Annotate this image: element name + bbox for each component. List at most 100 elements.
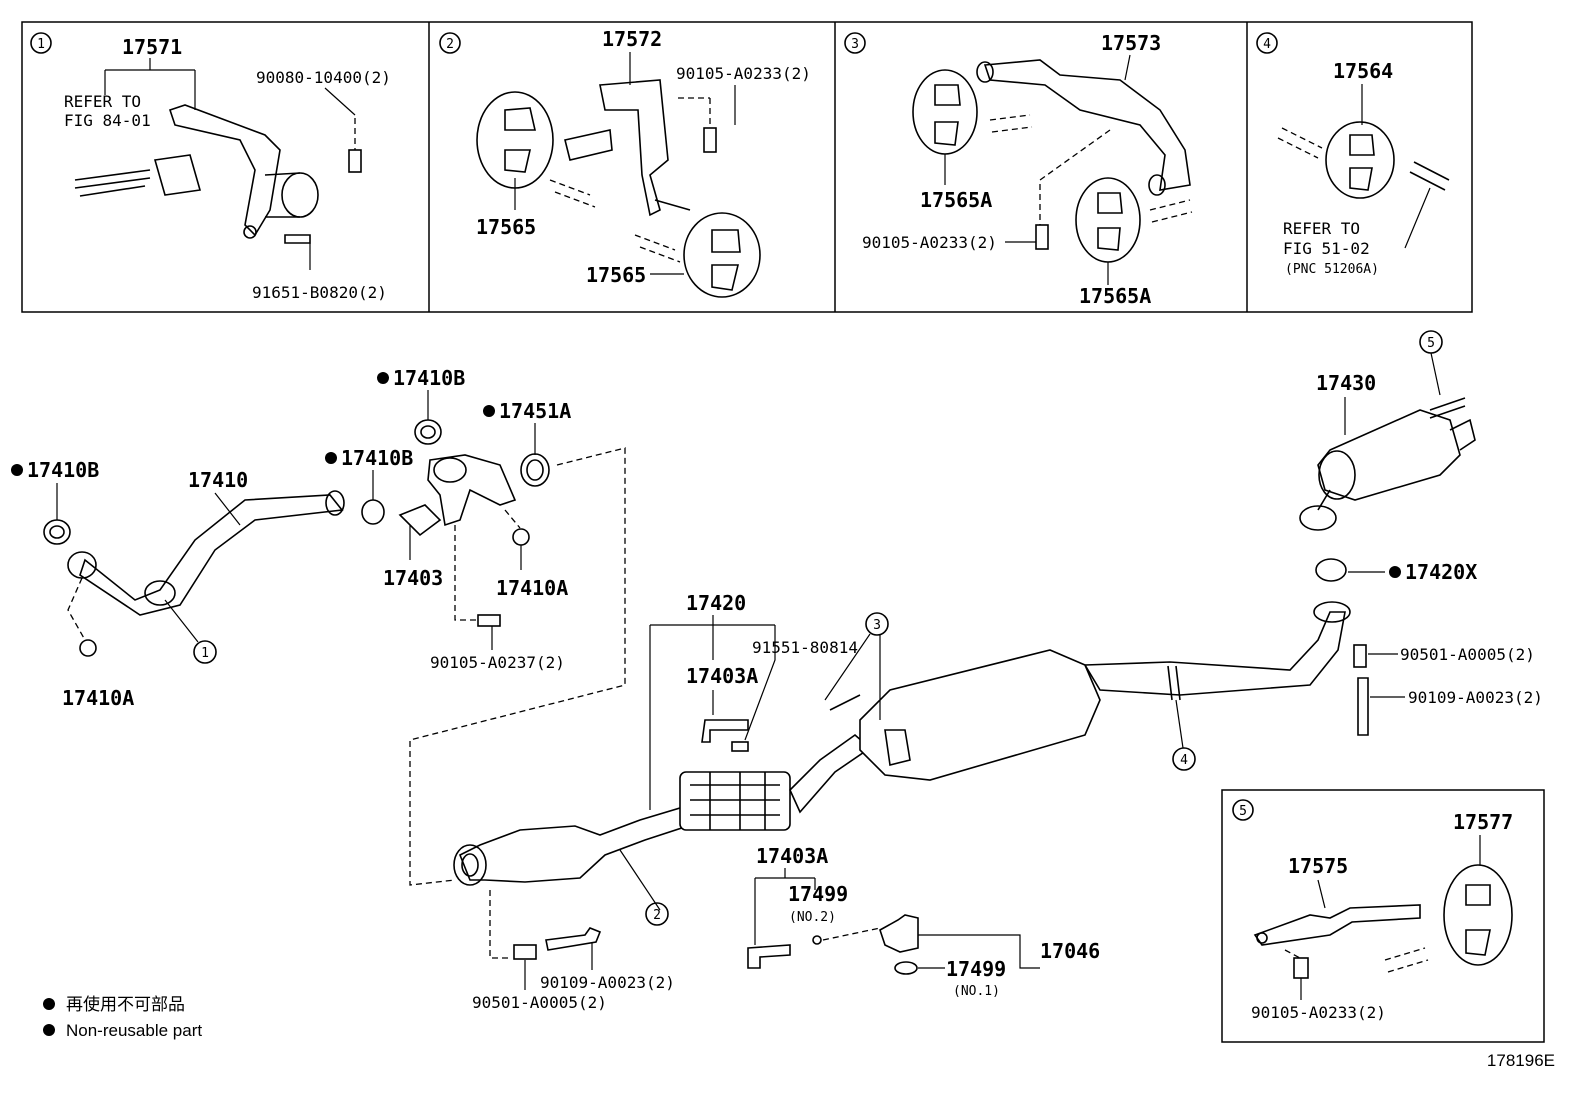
leader-17403A-bottom xyxy=(754,868,816,945)
callout-2: 2 xyxy=(653,908,661,923)
sensor-17046 xyxy=(879,914,919,953)
panel-1: 1 17571 REFER TO FIG 84-01 90080-10400(2… xyxy=(30,32,391,302)
bolt-91551-80814 xyxy=(731,741,749,752)
rear-pipe xyxy=(1083,611,1346,696)
flange-adapter-port xyxy=(433,457,467,483)
refer-text-line1: REFER TO xyxy=(64,92,141,111)
leader-callout-2 xyxy=(619,849,661,911)
oring-17499-no1 xyxy=(894,961,918,975)
figure-id: 178196E xyxy=(1487,1051,1555,1070)
leader-17410 xyxy=(214,492,241,526)
bolt-90105-p2 xyxy=(703,127,717,153)
main-muffler xyxy=(859,649,1101,781)
refer-fig51-line3: (PNC 51206A) xyxy=(1285,262,1379,277)
part-label-91651-B0820: 91651-B0820(2) xyxy=(252,283,387,302)
legend-jp: 再使用不可部品 xyxy=(66,994,185,1014)
panel-3: 3 17573 17565A 17565A 90105-A0233(2) xyxy=(844,31,1193,308)
rear-pipe-flange xyxy=(1313,601,1351,623)
part-label-17565-b: 17565 xyxy=(586,263,646,287)
ring-17451A-inner xyxy=(526,459,544,481)
part-label-17451A: 17451A xyxy=(499,399,571,423)
dash-90105-A0237 xyxy=(454,525,478,621)
callout-4-circle xyxy=(1172,747,1196,771)
tail-pipe-group: 5 17430 17420X 90501-A0005(2) 90109-A002… xyxy=(1299,330,1543,736)
rubber-hanger-17565-b xyxy=(683,212,761,298)
part-label-17499-no2: 17499 xyxy=(788,882,848,906)
leader-17573 xyxy=(1124,54,1131,81)
non-reusable-dot-17420X xyxy=(1389,566,1401,578)
non-reusable-dot-17410B-left xyxy=(11,464,23,476)
bracket-17575 xyxy=(1253,904,1421,946)
part-label-17403: 17403 xyxy=(383,566,443,590)
part-label-90105-A0233-p2: 90105-A0233(2) xyxy=(676,64,811,83)
rubber-hanger-17565A-top xyxy=(912,69,978,155)
non-reusable-dot-17410B-mid xyxy=(325,452,337,464)
dash-17410A-left xyxy=(67,577,86,641)
part-label-17499-no1: 17499 xyxy=(946,957,1006,981)
bracket-17403A-top xyxy=(701,719,749,743)
part-label-90109-A0023-left: 90109-A0023(2) xyxy=(540,973,675,992)
panel-4-number: 4 xyxy=(1263,37,1271,52)
callout-4: 4 xyxy=(1180,753,1188,768)
bolt-91651 xyxy=(284,234,311,244)
bolt-90109-right xyxy=(1357,677,1369,736)
cat-inlet-port xyxy=(461,853,479,877)
part-label-90105-A0237: 90105-A0237(2) xyxy=(430,653,565,672)
panel-1-number: 1 xyxy=(37,37,45,52)
bolt-90080 xyxy=(348,149,362,173)
bracket-rod xyxy=(654,199,691,211)
callout-3: 3 xyxy=(873,618,881,633)
part-label-17410: 17410 xyxy=(188,468,248,492)
mid-pipe-to-muffler xyxy=(789,733,872,814)
legend-dot-jp xyxy=(43,998,55,1010)
bracket-arm xyxy=(564,129,613,161)
valve-housing-detail xyxy=(690,772,780,830)
dash-hanger-a xyxy=(549,179,596,208)
top-panels-frame xyxy=(21,21,1473,313)
gasket-17420X xyxy=(1315,558,1347,582)
part-label-17571: 17571 xyxy=(122,35,182,59)
muffler-hanger-rod xyxy=(829,694,861,711)
part-label-17572: 17572 xyxy=(602,27,662,51)
part-label-17403A-bottom: 17403A xyxy=(756,844,828,868)
part-label-90105-A0233-p3: 90105-A0233(2) xyxy=(862,233,997,252)
gasket-17410B-left xyxy=(43,519,71,545)
bolt-90109-left xyxy=(545,927,602,951)
part-label-90501-A0005-left: 90501-A0005(2) xyxy=(472,993,607,1012)
gasket-cluster-group: 17410B 17410B 17451A 17403 17410A 90105-… xyxy=(325,366,626,886)
callout-3-circle xyxy=(865,612,889,636)
ring-17451A xyxy=(520,453,550,487)
part-label-17565A-top: 17565A xyxy=(920,188,992,212)
refer-text-line2: FIG 84-01 xyxy=(64,111,151,130)
leader-17575 xyxy=(1317,879,1326,909)
panel-3-number: 3 xyxy=(851,37,859,52)
non-reusable-dot-17451A xyxy=(483,405,495,417)
ring-17499-no2 xyxy=(812,935,822,945)
part-label-17410A-left: 17410A xyxy=(62,686,134,710)
front-pipe-group: 17410B 17410 17410A 1 xyxy=(11,458,345,710)
legend-dot-en xyxy=(43,1024,55,1036)
panel-2: 2 17572 90105-A0233(2) 17565 17565 xyxy=(439,27,811,298)
panel-4: 4 17564 REFER TO FIG 51-02 (PNC 51206A) xyxy=(1256,32,1450,277)
refer-fig51-line2: FIG 51-02 xyxy=(1283,239,1370,258)
panel-4-number-circle xyxy=(1256,32,1278,54)
part-label-17403A-top: 17403A xyxy=(686,664,758,688)
part-label-17410B-top: 17410B xyxy=(393,366,465,390)
part-label-17430: 17430 xyxy=(1316,371,1376,395)
leader-17420 xyxy=(649,615,775,810)
hanger-a-openings xyxy=(504,107,537,173)
dash-hanger-top xyxy=(989,114,1033,133)
dash-bolt-p5 xyxy=(1284,949,1301,959)
panel-5-frame xyxy=(1221,789,1545,1043)
center-exhaust-group: 17420 91551-80814 17403A 2 3 4 xyxy=(453,591,1351,1012)
panel-5-number: 5 xyxy=(1239,804,1247,819)
tail-pipe-tip xyxy=(1449,418,1476,451)
actuator-outline xyxy=(264,172,301,218)
leader-callout-1 xyxy=(164,599,199,643)
part-label-17420X: 17420X xyxy=(1405,560,1477,584)
part-label-17410B-left: 17410B xyxy=(27,458,99,482)
leader-90080 xyxy=(324,87,356,116)
callout-1: 1 xyxy=(201,646,209,661)
pipe-end-right xyxy=(1148,174,1166,196)
bolt-90105-A0237 xyxy=(477,614,501,627)
